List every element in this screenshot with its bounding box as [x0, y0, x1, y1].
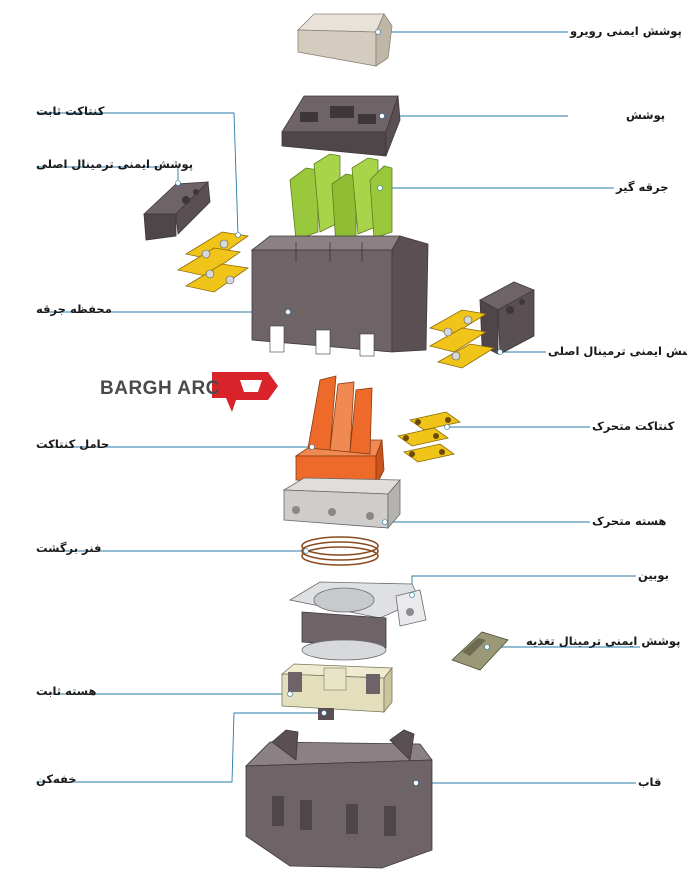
terminal-cover-right	[479, 281, 535, 355]
leader-dots	[175, 29, 503, 786]
label-terminal-cover-left: پوشش ایمنی ترمینال اصلی	[36, 157, 194, 171]
label-arc-chute: جرقه گیر	[616, 180, 669, 194]
cover	[281, 95, 401, 157]
label-frame: قاب	[638, 775, 662, 789]
leader-terminal-cover-left	[38, 166, 179, 183]
leader-fixed-contact	[38, 112, 239, 236]
label-terminal-cover-right: پوشش ایمنی ترمینال اصلی	[548, 344, 687, 358]
label-cover: پوشش	[626, 108, 666, 122]
fixed-core	[280, 663, 393, 720]
contact-carrier	[294, 375, 385, 487]
top-safety-cover	[297, 13, 393, 67]
fixed-contacts-right	[428, 309, 496, 369]
brand-logo-mark	[212, 372, 278, 412]
fixed-contacts-left	[176, 231, 250, 293]
label-shading-ring: خفه‌کن	[36, 772, 77, 786]
label-coil-terminal-cover: پوشش ایمنی ترمینال تغذیه	[526, 634, 681, 648]
leader-shading-ring	[38, 712, 324, 783]
label-return-spring: فنر برگشت	[36, 541, 102, 555]
moving-contacts	[397, 411, 461, 463]
coil-bobbin	[288, 581, 427, 661]
label-top-cover: پوشش ایمنی رویرو	[570, 24, 682, 38]
label-fixed-contact: کنتاکت ثابت	[36, 104, 105, 118]
label-moving-contact: کنتاکت متحرک	[592, 419, 675, 433]
label-moving-core: هسته متحرک	[592, 514, 667, 528]
brand-logo-text: BARGH ARC	[100, 378, 220, 399]
arc-chamber	[250, 235, 429, 357]
label-arc-chamber: محفظه جرقه	[36, 302, 112, 316]
label-contact-carrier: حامل کنتاکت	[36, 437, 110, 451]
coil-terminal-cover	[451, 631, 509, 671]
return-spring	[301, 536, 379, 566]
leader-coil	[411, 575, 636, 595]
label-coil: بوبین	[638, 568, 669, 582]
terminal-cover-left	[142, 181, 211, 241]
frame-base	[245, 729, 433, 869]
moving-core	[282, 477, 401, 530]
label-fixed-core: هسته ثابت	[36, 684, 97, 698]
arc-chutes	[289, 153, 393, 247]
